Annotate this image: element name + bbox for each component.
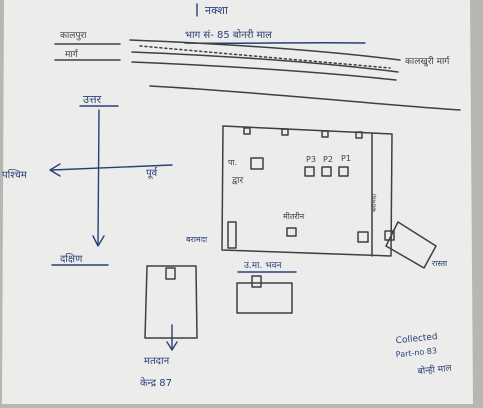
main-building bbox=[221, 125, 393, 257]
signature-line-3: बोन्ही माल bbox=[417, 362, 453, 378]
polling-arrow-head bbox=[166, 341, 178, 351]
bottom-room bbox=[236, 282, 293, 314]
road-left-bottom: मार्ग bbox=[65, 48, 79, 60]
road-line-bottom bbox=[131, 61, 397, 81]
booth-box-p2 bbox=[321, 166, 332, 177]
window-marker-4 bbox=[355, 131, 363, 139]
divider-line bbox=[149, 85, 461, 111]
map-heading: नक्शा bbox=[205, 4, 228, 17]
road-line-top bbox=[129, 39, 401, 61]
east-label: पूर्व bbox=[146, 167, 158, 179]
compass-horizontal bbox=[51, 164, 173, 171]
center-box bbox=[286, 227, 297, 237]
signature-line-1: Collected bbox=[395, 332, 438, 346]
compass-west-arrow bbox=[49, 163, 61, 177]
signature-line-2: Part-no 83 bbox=[395, 346, 437, 359]
booth-box-p1 bbox=[338, 166, 349, 177]
compass-south-arrow bbox=[92, 235, 105, 247]
polling-label: मतदान bbox=[144, 356, 170, 367]
booth-label-p2: P2 bbox=[323, 155, 333, 164]
room-box bbox=[250, 157, 264, 170]
polling-number: केन्द्र 87 bbox=[140, 377, 172, 389]
side-label: बरामदा bbox=[370, 193, 378, 212]
north-label: उत्तर bbox=[83, 93, 102, 106]
corner-box bbox=[357, 231, 369, 243]
road-line-middle bbox=[131, 51, 399, 73]
south-label: दक्षिण bbox=[60, 253, 83, 265]
part-label: भाग सं- 85 बोनरी माल bbox=[185, 29, 272, 41]
room-label-2: द्वार bbox=[232, 176, 244, 186]
road-right-label: कालखुरी मार्ग bbox=[405, 55, 450, 67]
side-road-label: रास्ता bbox=[432, 259, 448, 268]
left-lower-label: बरामदा bbox=[186, 235, 208, 244]
center-label: मीतरीन bbox=[283, 211, 305, 221]
bottom-room-label: उ.मा. भवन bbox=[244, 261, 283, 271]
gate-box bbox=[384, 230, 395, 241]
polling-station-box bbox=[144, 265, 198, 339]
compass-vertical bbox=[97, 109, 100, 245]
road-hatch bbox=[139, 45, 391, 69]
room-label-1: पा. bbox=[228, 158, 237, 167]
booth-label-p3: P3 bbox=[306, 155, 316, 164]
road-left-top: कालपुरा bbox=[60, 31, 87, 41]
booth-box-p3 bbox=[304, 166, 315, 177]
window-marker-1 bbox=[243, 127, 251, 135]
window-marker-2 bbox=[281, 128, 289, 136]
booth-label-p1: P1 bbox=[341, 154, 351, 163]
bottom-room-door bbox=[251, 275, 262, 288]
entry-box bbox=[227, 221, 237, 249]
polling-station-door bbox=[165, 267, 176, 280]
west-label: पश्चिम bbox=[2, 169, 28, 181]
window-marker-3 bbox=[321, 130, 329, 138]
side-road bbox=[385, 221, 437, 269]
